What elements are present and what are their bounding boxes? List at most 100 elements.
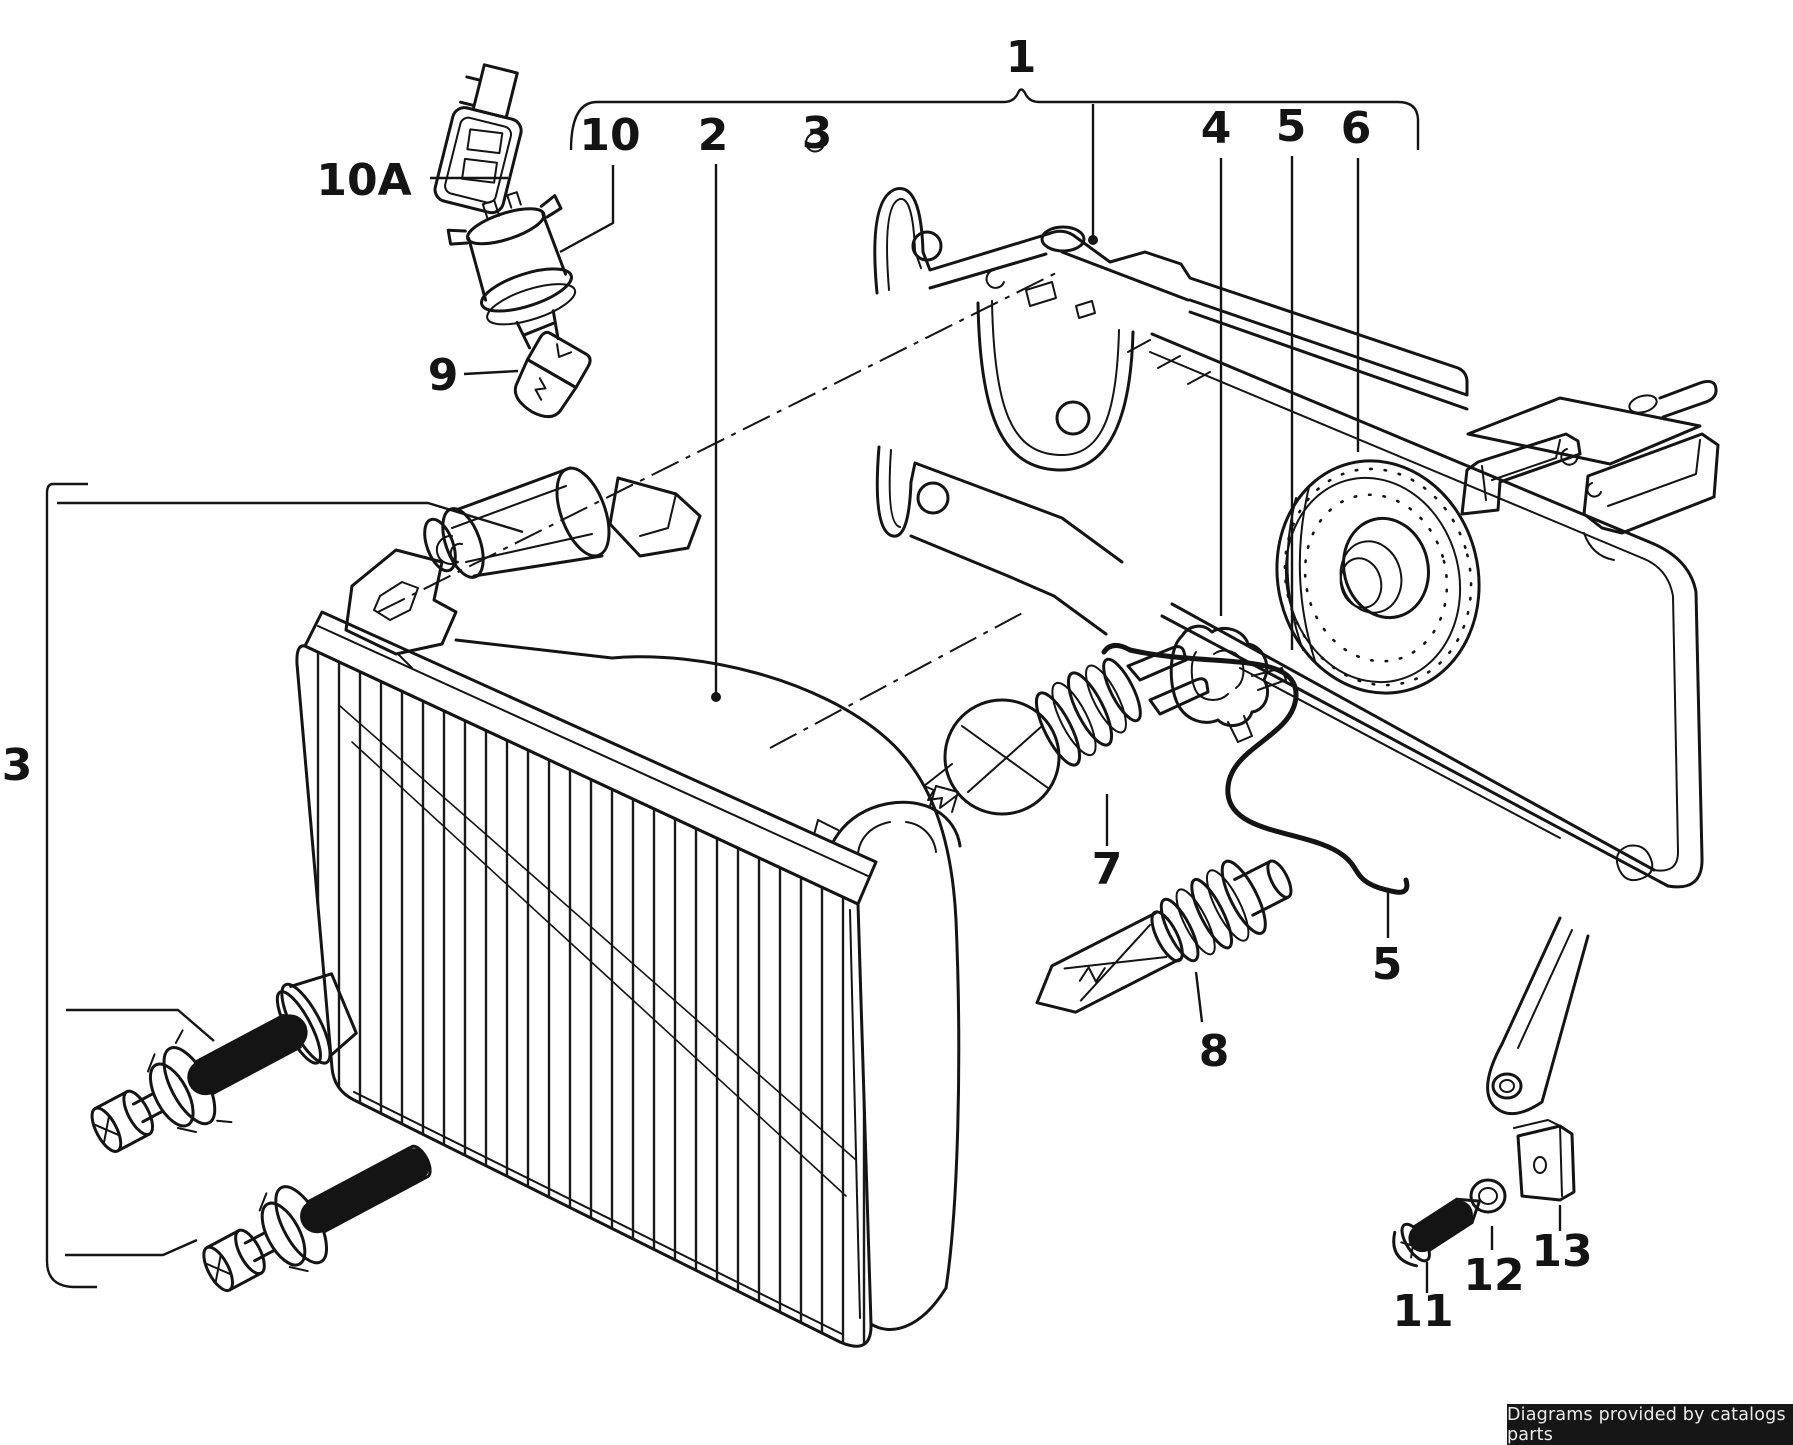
screw-11: [1392, 1196, 1481, 1268]
adjusting-screw-upper-stroke: [131, 1092, 164, 1124]
bulb-9: [513, 330, 592, 419]
bulb-8-stroke: [1190, 877, 1234, 950]
mounting-frame-stroke: [1006, 498, 1124, 636]
outer-housing-stroke: [1582, 432, 1720, 535]
callout-label-4: 4: [1201, 103, 1232, 154]
callout-label-3: 3: [2, 740, 33, 791]
bulb-socket-stroke: [486, 283, 577, 326]
bulb-7-stroke: [1148, 677, 1210, 716]
adjusting-screw-upper-stroke: [93, 1090, 151, 1153]
adjusting-screw-upper-stroke: [289, 972, 358, 1058]
retaining-ring-stroke: [1190, 649, 1245, 701]
bulb-7-stroke: [923, 763, 957, 809]
mounting-frame-stroke: [911, 230, 943, 262]
adjusting-screw-lower-stroke: [300, 1145, 435, 1234]
mounting-frame-stroke: [873, 187, 1469, 397]
outer-housing-stroke: [1460, 432, 1582, 516]
bulb-socket-stroke: [446, 194, 563, 246]
adjuster-cone-stroke: [451, 485, 593, 563]
bulb-8-stroke: [1206, 869, 1250, 942]
screw-11-stroke: [1392, 1230, 1419, 1268]
retaining-ring-stroke: [1169, 624, 1269, 728]
adjusting-screw-lower-stroke: [205, 1229, 263, 1292]
adjusting-screw-upper-stroke: [187, 1013, 310, 1096]
outer-housing-stroke: [1583, 532, 1615, 561]
adjusting-screw-upper-stroke: [148, 1062, 195, 1128]
bulb-8-stroke: [1150, 910, 1184, 963]
bulb-7-stroke: [961, 725, 1049, 793]
callout-label-3: 3: [802, 108, 833, 159]
wire-retainer-stroke: [1127, 647, 1399, 895]
outer-housing-stroke: [1641, 557, 1679, 872]
washer-12-stroke: [1478, 1187, 1498, 1205]
seal-cap-stroke: [1339, 557, 1383, 609]
lens-mount-tab: [344, 548, 458, 669]
outer-housing-stroke: [1652, 542, 1704, 889]
callout-label-1: 1: [1006, 32, 1037, 83]
headlight-lens-stroke: [296, 645, 872, 1347]
bulb-socket-stroke: [480, 267, 573, 313]
adjusting-screw-lower-stroke: [205, 1255, 231, 1283]
adjuster-cone-stroke: [423, 517, 457, 573]
mounting-frame-stroke: [928, 250, 1469, 411]
adjuster-cone-stroke: [435, 534, 463, 565]
callout-leader-dot-2: [711, 692, 721, 702]
adjuster-cone-stroke: [555, 466, 611, 558]
callout-label-5: 5: [1276, 101, 1307, 152]
seal-cap-stroke: [1303, 493, 1449, 663]
adjusting-screw-upper-stroke: [93, 1116, 120, 1144]
group-3-bracket: [45, 482, 97, 1289]
mounting-frame-stroke: [991, 300, 1120, 457]
outer-housing-stroke: [1658, 380, 1718, 419]
adjuster-cone-stroke: [454, 466, 604, 578]
reflector-shell-stroke: [869, 1286, 948, 1331]
bulb-7-stroke: [1034, 691, 1082, 767]
mounting-frame-stroke: [886, 198, 922, 291]
outer-housing-stroke: [1481, 439, 1561, 501]
seal-cap-stroke: [1275, 459, 1481, 695]
headlight-lens-stroke: [295, 644, 873, 1348]
outer-housing-stroke: [1607, 439, 1701, 507]
adjusting-screw-lower-stroke: [234, 1228, 266, 1276]
outer-housing-stroke: [1628, 394, 1658, 414]
clip-13-stroke: [1513, 1119, 1563, 1197]
group-3-leader-bottom: [65, 1238, 198, 1257]
adjusting-screw-lower-stroke: [307, 1146, 428, 1233]
reflector-shell-stroke: [454, 638, 961, 1290]
mounting-frame-stroke: [888, 449, 901, 528]
adjuster-cone: [423, 466, 702, 579]
outer-housing-stroke: [1560, 448, 1602, 498]
seal-cap-stroke: [1341, 516, 1431, 620]
reflector-shell-stroke: [856, 821, 937, 863]
adjusting-screw-upper-stroke: [146, 1029, 233, 1133]
bulb-8-stroke: [1266, 859, 1293, 899]
bulb-8-stroke: [1063, 923, 1168, 1002]
mounting-frame-stroke: [916, 481, 950, 515]
lens-mount-tab-stroke: [344, 548, 458, 656]
callout-label-10: 10: [579, 110, 640, 161]
bulb-8-stroke: [1175, 888, 1216, 956]
connector-10A-stroke: [444, 116, 513, 204]
axis-lines-stroke: [377, 271, 1059, 613]
bulb-9-stroke: [513, 358, 578, 419]
outer-housing-stroke: [1160, 602, 1670, 888]
bulb-socket: [446, 191, 577, 350]
adjusting-screw-lower-stroke: [407, 1144, 432, 1179]
bulb-7-stroke: [943, 698, 1061, 816]
headlight-lens: [295, 610, 878, 1348]
headlight-lens-stroke: [339, 705, 857, 1197]
outer-housing-stroke: [1517, 929, 1573, 1049]
callout-leader-8: [1194, 971, 1204, 1023]
adjusting-screw-lower-stroke: [258, 1192, 309, 1273]
callout-label-2: 2: [698, 110, 729, 161]
mounting-frame: [805, 133, 1469, 636]
callout-leader-9: [463, 369, 519, 376]
callout-label-8: 8: [1199, 1026, 1230, 1077]
outer-housing-stroke: [1486, 916, 1590, 1115]
adjusting-screw-lower: [202, 1144, 435, 1293]
outer-housing-stroke: [1615, 844, 1654, 882]
outer-housing-stroke: [1491, 1072, 1523, 1100]
bulb-7-stroke: [1066, 671, 1114, 747]
mounting-frame-stroke: [1075, 300, 1096, 319]
